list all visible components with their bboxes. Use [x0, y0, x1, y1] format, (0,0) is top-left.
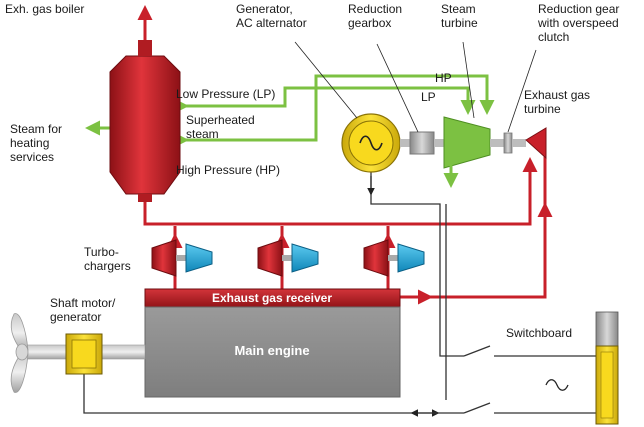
ac-wave-icon — [359, 135, 383, 151]
turbocharger-1 — [151, 239, 213, 277]
shaft-wire — [83, 374, 402, 414]
reduction-gearbox-label-2: gearbox — [348, 16, 391, 30]
labels: Exh. gas boiler Generator, AC alternator… — [5, 2, 619, 358]
electric-wires — [83, 168, 608, 417]
reduction-gearbox-label-1: Reduction — [348, 2, 402, 16]
reduction-gear-label-2: with overspeed — [537, 16, 619, 30]
switch-upper — [463, 345, 491, 357]
steam-turbine — [443, 116, 491, 188]
turbochargers-label-1: Turbo- — [84, 245, 119, 259]
exhaust-main-line — [143, 157, 538, 226]
exhaust-gas-receiver-label: Exhaust gas receiver — [212, 291, 332, 305]
lp-short-label: LP — [421, 90, 436, 104]
turbocharger-3 — [363, 239, 425, 277]
generator-label-2: AC alternator — [236, 16, 307, 30]
switchboard-label: Switchboard — [506, 326, 572, 340]
lp-steam-line — [172, 86, 476, 115]
reduction-gear-label-1: Reduction gear — [538, 2, 619, 16]
switch-lower — [463, 402, 491, 414]
shaft-motor-label-2: generator — [50, 310, 101, 324]
steam-heating-label-2: heating — [10, 136, 49, 150]
exhaust-gas-boiler — [109, 40, 181, 202]
ac-alternator — [341, 113, 410, 173]
high-pressure-label: High Pressure (HP) — [176, 163, 280, 177]
clutch-leader — [507, 49, 537, 133]
hp-short-label: HP — [435, 71, 452, 85]
exhaust-gas-turbine-label-1: Exhaust gas — [524, 88, 590, 102]
low-pressure-label: Low Pressure (LP) — [176, 87, 275, 101]
callout-leaders — [294, 41, 537, 133]
switchboard-ac-icon — [545, 379, 569, 391]
steam-heating-label-3: services — [10, 150, 54, 164]
reduction-gear-label-3: clutch — [538, 30, 569, 44]
receiver-to-turbine-line — [400, 152, 547, 299]
switchboard — [545, 311, 619, 425]
hp-steam-line — [172, 74, 495, 142]
reduction-gearbox — [409, 131, 444, 155]
superheated-label-2: steam — [186, 127, 219, 141]
main-engine — [144, 306, 401, 398]
gearbox-leader — [376, 43, 419, 133]
steam-turbine-label-2: turbine — [441, 16, 478, 30]
exh-gas-boiler-label: Exh. gas boiler — [5, 2, 84, 16]
exhaust-gas-turbine — [525, 127, 547, 160]
steam-heating-label-1: Steam for — [10, 122, 62, 136]
superheated-label-1: Superheated — [186, 113, 255, 127]
shaft-motor-generator — [65, 333, 103, 375]
turbine-leader — [462, 41, 475, 119]
turbocharger-2 — [257, 239, 319, 277]
exhaust-gas-turbine-label-2: turbine — [524, 102, 561, 116]
main-engine-label: Main engine — [234, 343, 309, 358]
shaft-motor-label-1: Shaft motor/ — [50, 296, 116, 310]
overspeed-clutch — [490, 132, 526, 154]
generator-leader — [294, 41, 358, 119]
generator-label-1: Generator, — [236, 2, 293, 16]
turbochargers-label-2: chargers — [84, 259, 131, 273]
propeller-icon — [10, 313, 29, 393]
steam-turbine-label-1: Steam — [441, 2, 476, 16]
